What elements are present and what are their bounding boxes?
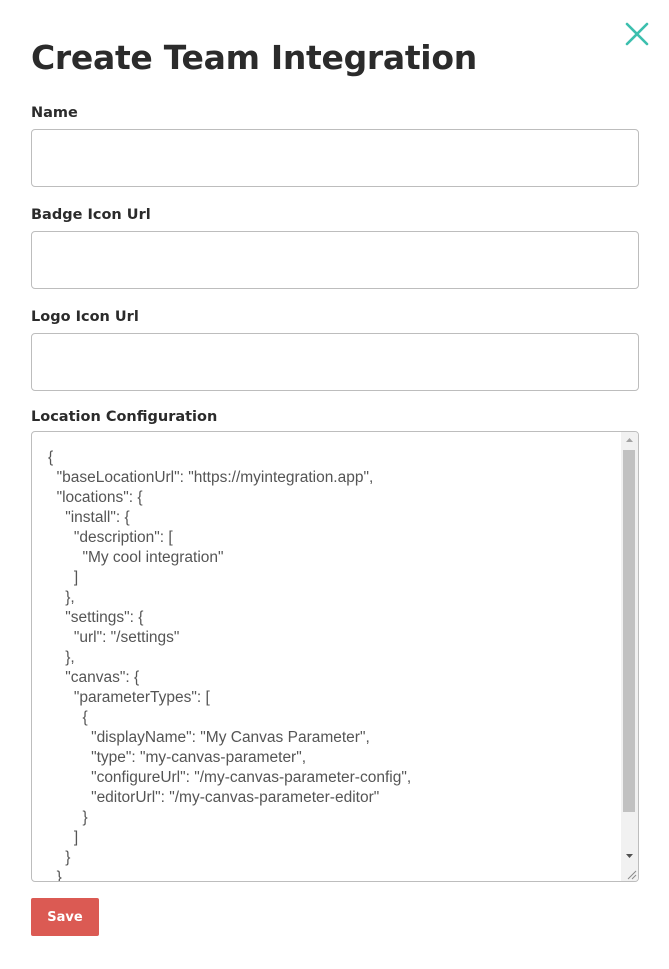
location-configuration-code[interactable]: { "baseLocationUrl": "https://myintegrat… — [48, 449, 412, 881]
textarea-scrollbar[interactable] — [621, 432, 638, 881]
close-icon[interactable] — [624, 21, 650, 47]
location-configuration-label: Location Configuration — [31, 409, 218, 425]
scroll-down-arrow-icon[interactable] — [621, 847, 638, 864]
save-button[interactable]: Save — [31, 898, 99, 936]
name-label: Name — [31, 105, 78, 121]
location-configuration-textarea[interactable]: { "baseLocationUrl": "https://myintegrat… — [31, 431, 639, 882]
name-input[interactable] — [31, 129, 639, 187]
badge-icon-url-label: Badge Icon Url — [31, 207, 151, 223]
scrollbar-thumb[interactable] — [623, 450, 635, 812]
dialog-title: Create Team Integration — [31, 38, 477, 77]
badge-icon-url-input[interactable] — [31, 231, 639, 289]
logo-icon-url-input[interactable] — [31, 333, 639, 391]
resize-grip-icon[interactable] — [625, 868, 637, 880]
scroll-up-arrow-icon[interactable] — [621, 432, 638, 449]
logo-icon-url-label: Logo Icon Url — [31, 309, 139, 325]
